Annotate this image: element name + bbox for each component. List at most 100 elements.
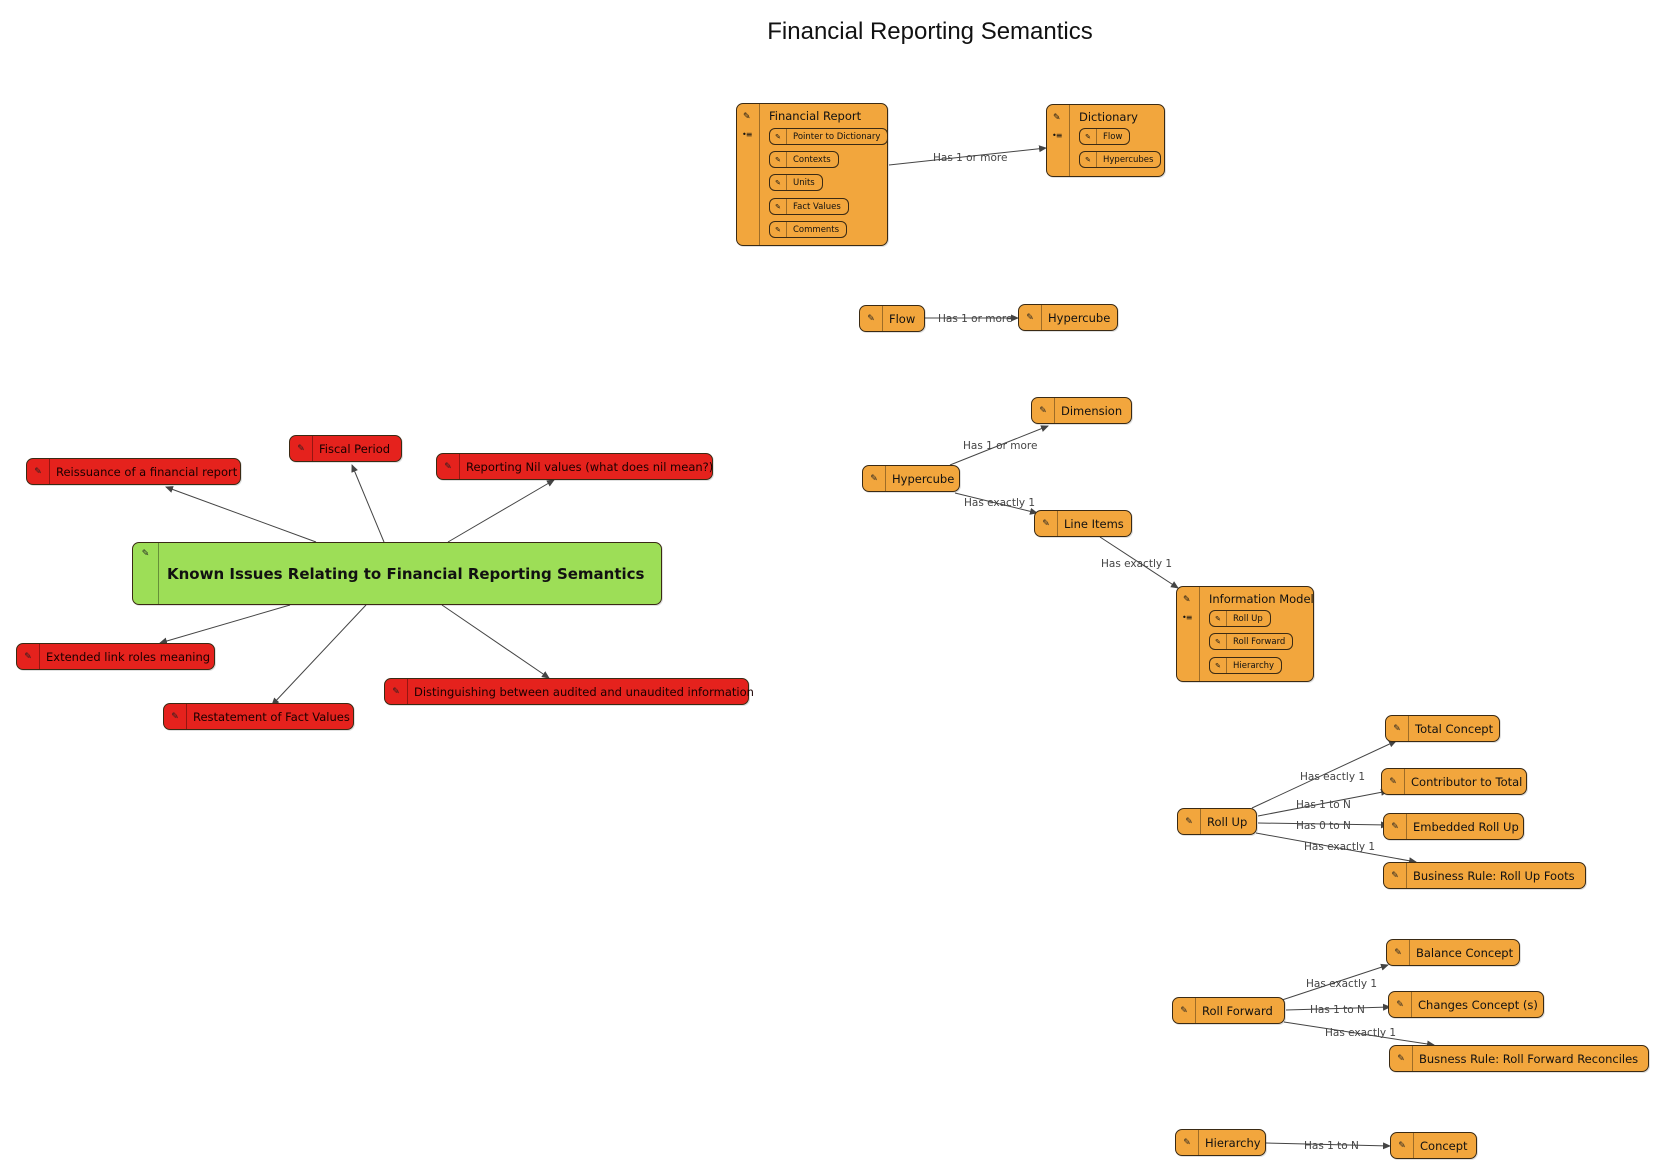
edge-rf-balance	[1281, 963, 1389, 1001]
pin-icon: ✎	[290, 436, 313, 461]
edge-label-li-info-model: Has exactly 1	[1101, 558, 1172, 570]
edge-hier-concept	[1265, 1142, 1391, 1150]
pin-icon: ✎	[1384, 863, 1407, 888]
child-hypercubes[interactable]: ✎Hypercubes	[1079, 151, 1162, 168]
pin-icon: ✎	[1384, 814, 1407, 839]
hypercube-target-node[interactable]: ✎Hypercube	[1018, 304, 1118, 331]
issue-fiscal-period-node[interactable]: ✎Fiscal Period	[289, 435, 402, 462]
pin-icon: ✎	[1053, 113, 1061, 123]
child-hierarchy[interactable]: ✎Hierarchy	[1209, 657, 1283, 674]
financial-report-title: Financial Report	[769, 109, 862, 123]
issue-extended-link-roles-node[interactable]: ✎Extended link roles meaning	[16, 643, 215, 670]
business-rule-roll-forward-node[interactable]: ✎Busness Rule: Roll Forward Reconciles	[1389, 1045, 1649, 1072]
pin-icon: ✎	[1210, 634, 1227, 649]
edge-ru-contributor	[1257, 788, 1389, 817]
group-side-bar: ✎ •≡	[1047, 105, 1070, 176]
edge-rf-changes	[1285, 1003, 1391, 1011]
group-side-bar: ✎ •≡	[1177, 587, 1200, 681]
edge-ru-business-rule	[1255, 832, 1417, 865]
edge-label-hc-dimension: Has 1 or more	[963, 440, 1037, 452]
issue-restatement-node[interactable]: ✎Restatement of Fact Values	[163, 703, 354, 730]
edge-hc-dimension	[949, 425, 1049, 466]
pin-icon: ✎	[1391, 1133, 1414, 1158]
edge-label-ru-contributor: Has 1 to N	[1296, 799, 1351, 811]
edge-ki-nil-values	[447, 479, 555, 543]
total-concept-node[interactable]: ✎Total Concept	[1385, 715, 1500, 742]
diagram-title: Financial Reporting Semantics	[767, 18, 1093, 45]
pin-icon: ✎	[1382, 769, 1405, 794]
pin-icon: ✎	[1210, 658, 1227, 673]
issue-reissuance-node[interactable]: ✎Reissuance of a financial report	[26, 458, 241, 485]
roll-up-node[interactable]: ✎Roll Up	[1177, 808, 1257, 835]
pin-icon: ✎	[1080, 152, 1097, 167]
pin-icon: ✎	[770, 222, 787, 237]
dictionary-node[interactable]: ✎ •≡ Dictionary ✎Flow ✎Hypercubes	[1046, 104, 1165, 177]
dictionary-title: Dictionary	[1079, 110, 1138, 124]
pin-icon: ✎	[1387, 940, 1410, 965]
pin-icon: ✎	[1035, 511, 1058, 536]
edge-hc-line-items	[954, 492, 1038, 515]
pin-icon: ✎	[743, 112, 751, 122]
pin-icon: ✎	[1173, 998, 1196, 1023]
edge-label-hc-line-items: Has exactly 1	[964, 497, 1035, 509]
edge-label-ru-business-rule: Has exactly 1	[1304, 841, 1375, 853]
pin-icon: ✎	[770, 152, 787, 167]
pin-icon: ✎	[385, 679, 408, 704]
financial-report-node[interactable]: ✎ •≡ Financial Report ✎Pointer to Dictio…	[736, 103, 889, 246]
hierarchy-node[interactable]: ✎Hierarchy	[1175, 1129, 1266, 1156]
changes-concept-node[interactable]: ✎Changes Concept (s)	[1388, 991, 1544, 1018]
edge-ru-embedded	[1257, 821, 1389, 829]
issue-audited-node[interactable]: ✎Distinguishing between audited and unau…	[384, 678, 754, 705]
pin-icon: ✎	[863, 466, 886, 491]
child-fact-values[interactable]: ✎Fact Values	[769, 198, 849, 215]
child-contexts[interactable]: ✎Contexts	[769, 151, 839, 168]
group-side-bar: ✎ •≡	[737, 104, 760, 245]
concept-node[interactable]: ✎Concept	[1390, 1132, 1477, 1159]
subtopics-icon: •≡	[1052, 131, 1062, 140]
edge-label-flow-hypercube: Has 1 or more	[938, 313, 1012, 325]
edge-fr-dictionary	[888, 145, 1047, 166]
child-units[interactable]: ✎Units	[769, 174, 823, 191]
pin-icon: ✎	[1032, 398, 1055, 423]
known-issues-node[interactable]: ✎Known Issues Relating to Financial Repo…	[132, 542, 662, 605]
pin-icon: ✎	[1390, 1046, 1413, 1071]
child-roll-forward[interactable]: ✎Roll Forward	[1209, 633, 1294, 650]
edge-ki-restatement	[271, 604, 367, 706]
child-roll-up[interactable]: ✎Roll Up	[1209, 610, 1271, 627]
edge-rf-business-rule	[1283, 1021, 1435, 1048]
edge-label-ru-total: Has eactly 1	[1300, 771, 1365, 783]
information-model-title: Information Model	[1209, 592, 1314, 606]
pin-icon: ✎	[770, 129, 787, 144]
edge-label-fr-dictionary: Has 1 or more	[933, 152, 1007, 164]
pin-icon: ✎	[164, 704, 187, 729]
pin-icon: ✎	[1019, 305, 1042, 330]
subtopics-icon: •≡	[742, 130, 752, 139]
contributor-to-total-node[interactable]: ✎Contributor to Total	[1381, 768, 1527, 795]
pin-icon: ✎	[1080, 129, 1097, 144]
pin-icon: ✎	[1183, 595, 1191, 605]
business-rule-roll-up-node[interactable]: ✎Business Rule: Roll Up Foots	[1383, 862, 1586, 889]
pin-icon: ✎	[770, 175, 787, 190]
pin-icon: ✎	[860, 306, 883, 331]
dimension-node[interactable]: ✎Dimension	[1031, 397, 1132, 424]
balance-concept-node[interactable]: ✎Balance Concept	[1386, 939, 1520, 966]
child-comments[interactable]: ✎Comments	[769, 221, 848, 238]
edge-label-ru-embedded: Has 0 to N	[1296, 820, 1351, 832]
pin-icon: ✎	[1386, 716, 1409, 741]
subtopics-icon: •≡	[1182, 613, 1192, 622]
child-pointer-to-dictionary[interactable]: ✎Pointer to Dictionary	[769, 128, 889, 145]
flow-node[interactable]: ✎Flow	[859, 305, 925, 332]
roll-forward-node[interactable]: ✎Roll Forward	[1172, 997, 1285, 1024]
edge-li-info-model	[1099, 536, 1179, 589]
hypercube-node[interactable]: ✎Hypercube	[862, 465, 960, 492]
edge-label-rf-changes: Has 1 to N	[1310, 1004, 1365, 1016]
issue-nil-values-node[interactable]: ✎Reporting Nil values (what does nil mea…	[436, 453, 713, 480]
line-items-node[interactable]: ✎Line Items	[1034, 510, 1132, 537]
information-model-node[interactable]: ✎ •≡ Information Model ✎Roll Up ✎Roll Fo…	[1176, 586, 1314, 682]
pin-icon: ✎	[770, 199, 787, 214]
child-flow[interactable]: ✎Flow	[1079, 128, 1131, 145]
embedded-roll-up-node[interactable]: ✎Embedded Roll Up	[1383, 813, 1524, 840]
edge-ki-audited	[441, 604, 550, 679]
edge-ki-extended-link-roles	[159, 604, 291, 645]
